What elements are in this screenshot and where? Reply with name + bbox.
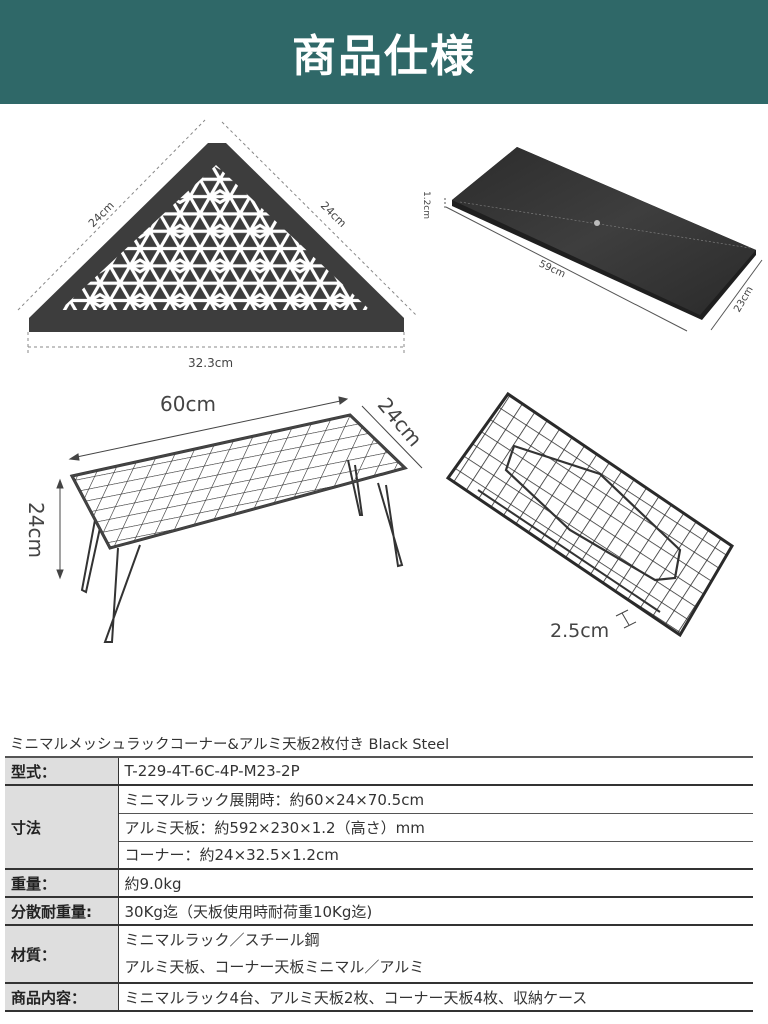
rack-length-dimension: 60cm: [160, 392, 216, 416]
weight-label: 重量：: [5, 869, 119, 898]
material-value-plate: アルミ天板、コーナー天板ミニマル／アルミ: [124, 958, 425, 976]
table-row-weight: 重量： 約9.0kg: [5, 869, 753, 898]
plate-thickness-dimension: 1.2cm: [421, 190, 432, 220]
aluminum-plate-image: [444, 147, 763, 332]
material-value: ミニマルラック／スチール鋼 アルミ天板、コーナー天板ミニマル／アルミ: [118, 925, 753, 984]
material-label: 材質：: [5, 925, 119, 984]
corner-base-dimension: 32.3cm: [188, 356, 234, 370]
contents-value: ミニマルラック4台、アルミ天板2枚、コーナー天板4枚、収納ケース: [118, 983, 753, 1012]
rack-height-dimension: 24cm: [23, 502, 48, 558]
dimensions-value-plate: アルミ天板：約592×230×1.2（高さ）mm: [118, 813, 753, 842]
table-row-dimensions-plate: アルミ天板：約592×230×1.2（高さ）mm: [5, 813, 753, 842]
table-row-contents: 商品内容： ミニマルラック4台、アルミ天板2枚、コーナー天板4枚、収納ケース: [5, 983, 753, 1012]
table-row-dimensions: 寸法 ミニマルラック展開時：約60×24×70.5cm: [5, 785, 753, 870]
load-value: 30Kg迄（天板使用時耐荷重10Kg迄): [118, 897, 753, 926]
weight-value: 約9.0kg: [118, 869, 753, 898]
corner-plate-figure: 24cm 24cm 32.3cm: [0, 110, 420, 380]
model-label: 型式：: [5, 756, 119, 786]
table-row-dimensions-corner: コーナー：約24×32.5×1.2cm: [5, 841, 753, 870]
dimensions-label: 寸法: [5, 785, 119, 870]
table-row-load: 分散耐重量: 30Kg迄（天板使用時耐荷重10Kg迄): [5, 897, 753, 926]
dimensions-value-rack: ミニマルラック展開時：約60×24×70.5cm: [118, 785, 753, 814]
corner-plate-image: [17, 119, 417, 355]
contents-label: 商品内容：: [5, 983, 119, 1012]
rack-folded-image: [445, 391, 735, 638]
material-value-rack: ミニマルラック／スチール鋼: [124, 931, 320, 949]
spec-table: 型式： T-229-4T-6C-4P-M23-2P 寸法 ミニマルラック展開時：…: [5, 756, 753, 1012]
aluminum-plate-figure: 1.2cm 59cm 23cm: [420, 110, 768, 340]
rack-open-figure: 60cm 24cm 24cm: [0, 380, 450, 660]
header-banner: 商品仕様: [0, 0, 768, 104]
table-row-material: 材質： ミニマルラック／スチール鋼 アルミ天板、コーナー天板ミニマル／アルミ: [5, 925, 753, 984]
model-value: T-229-4T-6C-4P-M23-2P: [118, 756, 753, 786]
product-name: ミニマルメッシュラックコーナー&アルミ天板2枚付き Black Steel: [10, 737, 450, 753]
table-row-model: 型式： T-229-4T-6C-4P-M23-2P: [5, 756, 753, 786]
page-title: 商品仕様: [292, 31, 476, 82]
dimensions-value-corner: コーナー：約24×32.5×1.2cm: [118, 841, 753, 870]
rack-folded-figure: 2.5cm: [430, 380, 768, 660]
rack-open-image: [56, 396, 423, 643]
load-label: 分散耐重量:: [5, 897, 119, 926]
rack-folded-thickness-dimension: 2.5cm: [550, 620, 610, 642]
